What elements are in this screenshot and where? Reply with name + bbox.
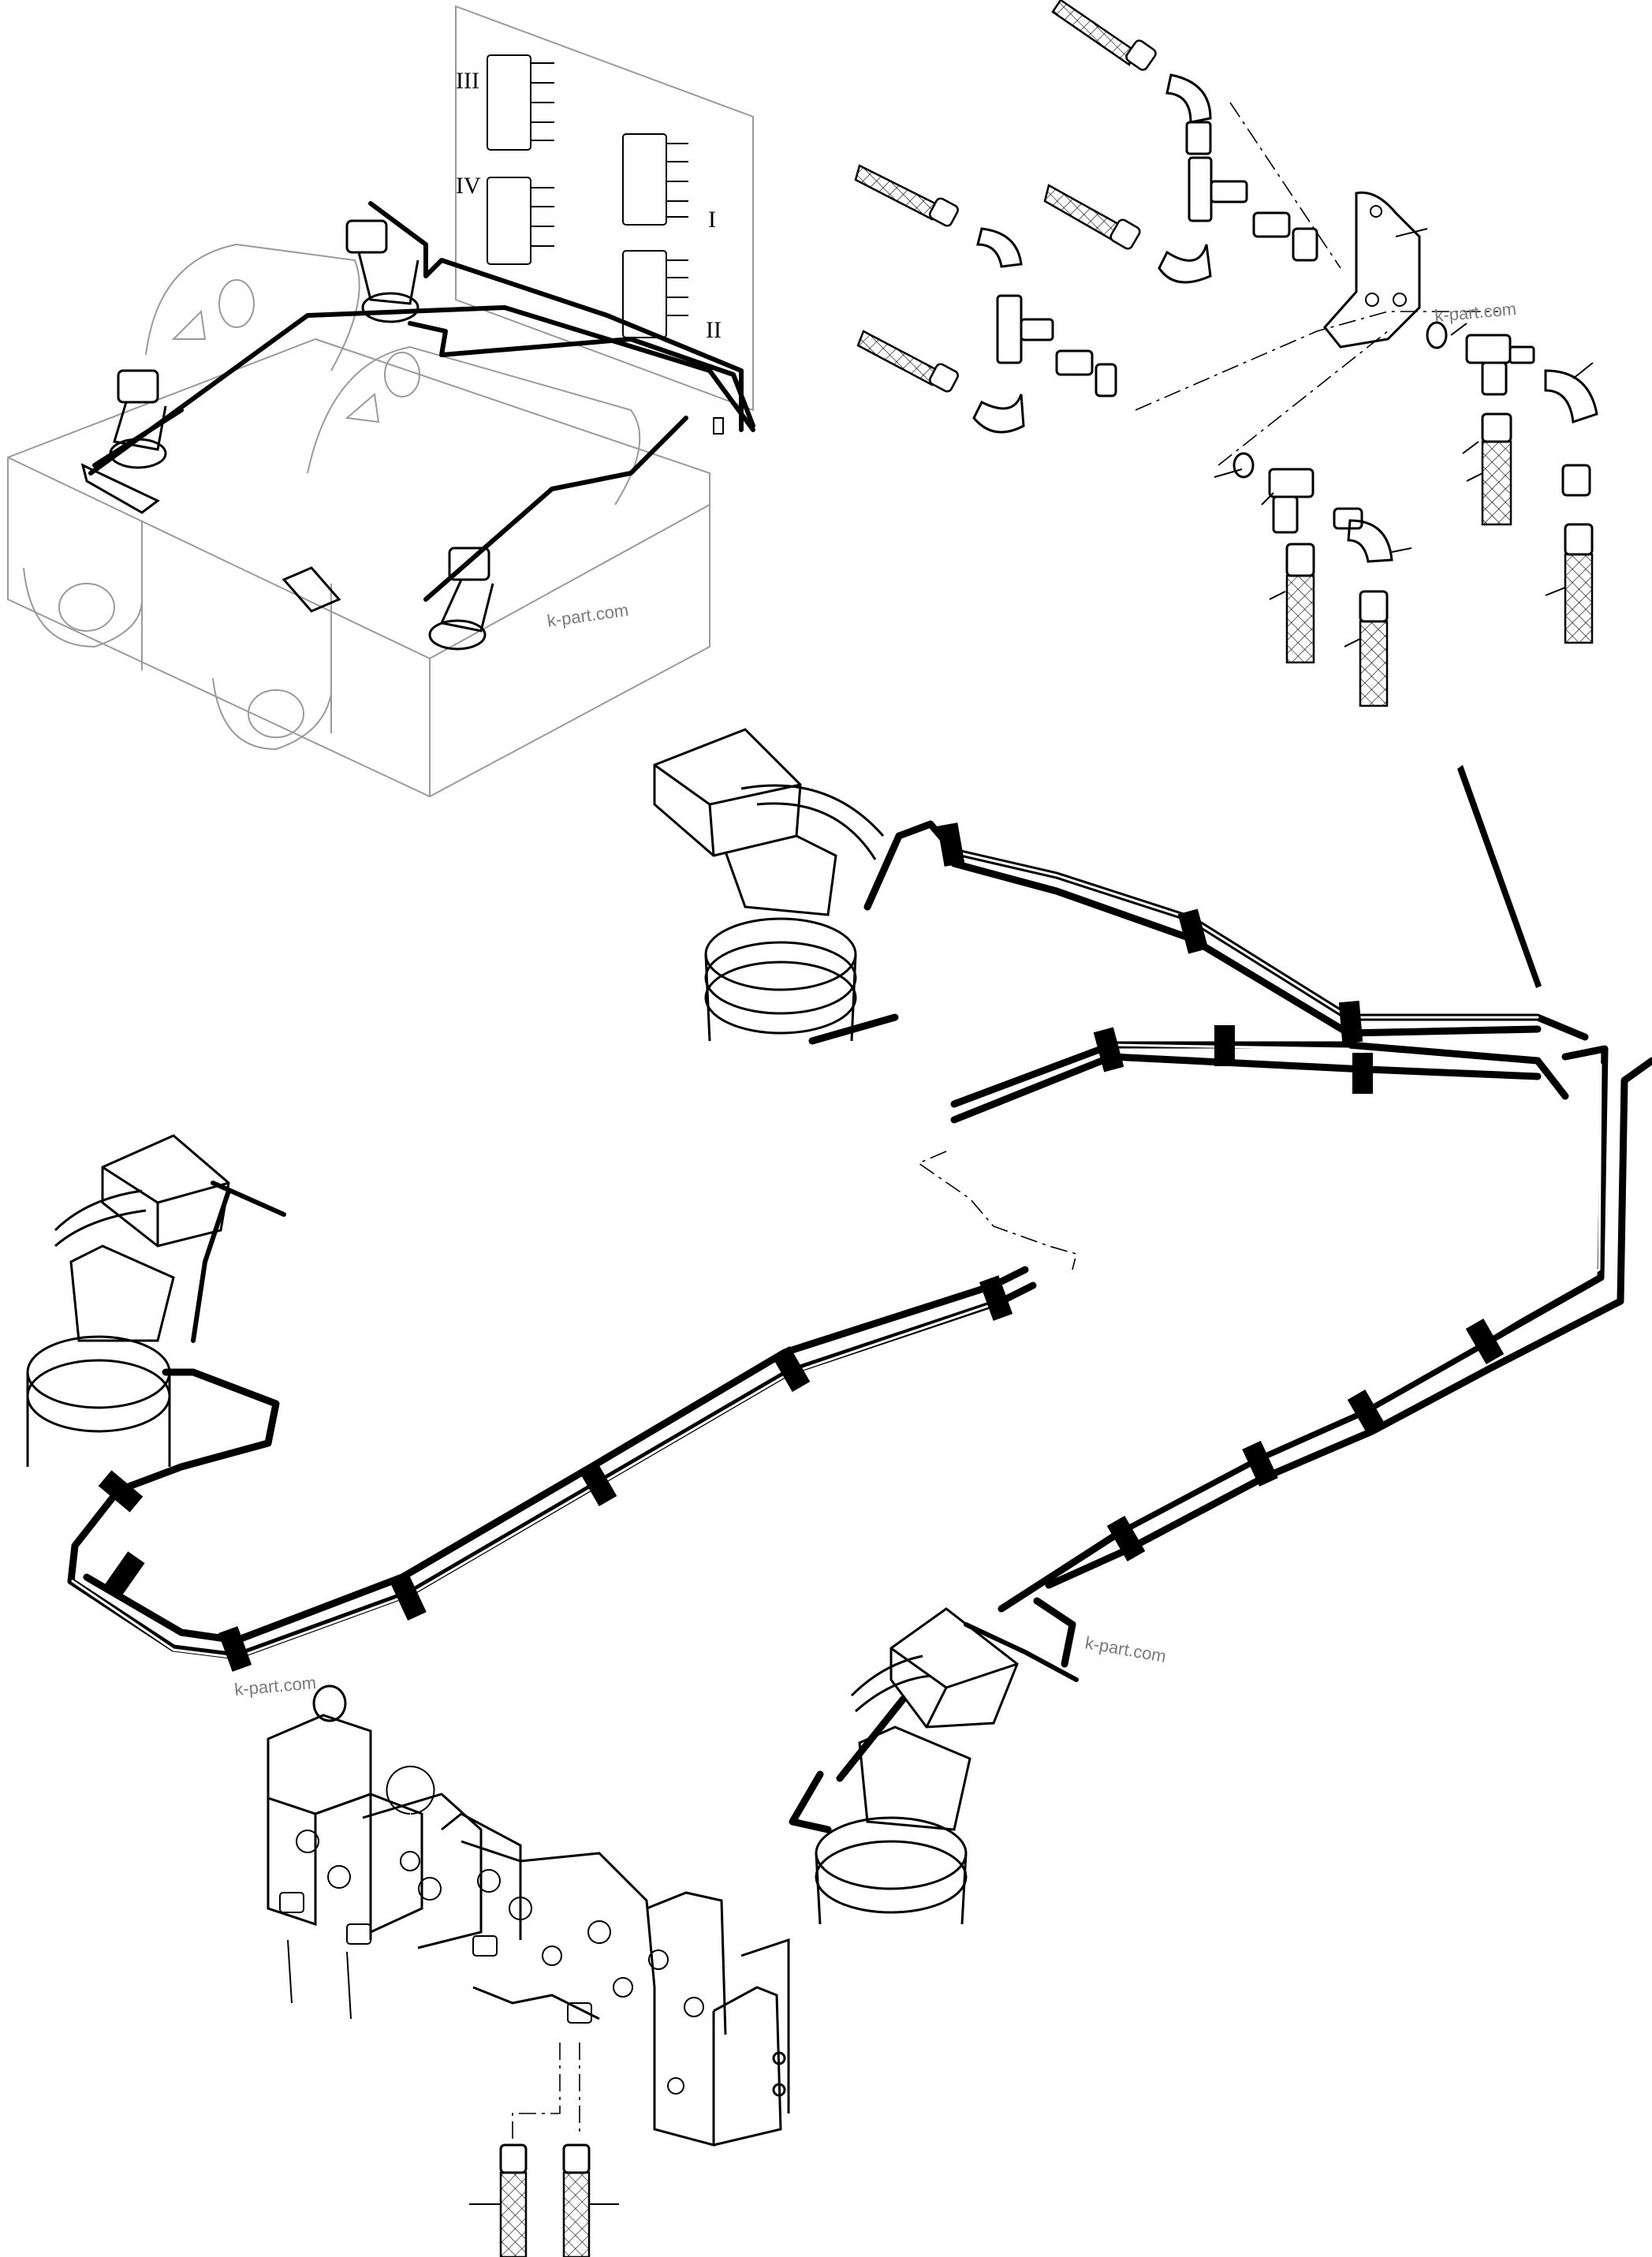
main-piping-loop: k-part.com k-part.com (26, 728, 1652, 1925)
watermark-fittings: k-part.com (1434, 299, 1517, 326)
motor-hoses (54, 784, 931, 1713)
overview-piping (80, 201, 755, 613)
hydraulic-motor-upper (653, 728, 857, 1042)
assembly-centre-line (1135, 311, 1498, 411)
watermark-lower-right: k-part.com (1083, 1632, 1168, 1666)
hydraulic-motor-left (26, 1134, 230, 1467)
valve-block-stack (487, 54, 688, 338)
valve-label-i: I (708, 207, 716, 233)
valve-label-iii: III (456, 68, 479, 94)
pipe-clamps (98, 823, 1505, 1672)
leader-lines (1214, 228, 1594, 647)
hose-assembly (854, 0, 1157, 393)
pipe-fittings (972, 73, 1318, 434)
small-motor (109, 219, 494, 651)
fittings-detail: k-part.com (854, 0, 1598, 707)
undercarriage-overview: III IV I II k-part.com (7, 5, 755, 798)
valve-label-iv: IV (456, 173, 481, 199)
mounting-bracket (1323, 191, 1421, 349)
pointer-wedge (1457, 765, 1542, 988)
hydraulic-motor-lower-right (815, 1607, 1019, 1925)
bracket-fittings (1426, 321, 1598, 644)
tee-fittings (1232, 452, 1393, 707)
watermark-left-loop: k-part.com (233, 1673, 317, 1699)
valve-label-ii: II (706, 317, 722, 343)
watermark-overview: k-part.com (546, 600, 629, 631)
control-valve-block (267, 1684, 790, 2257)
